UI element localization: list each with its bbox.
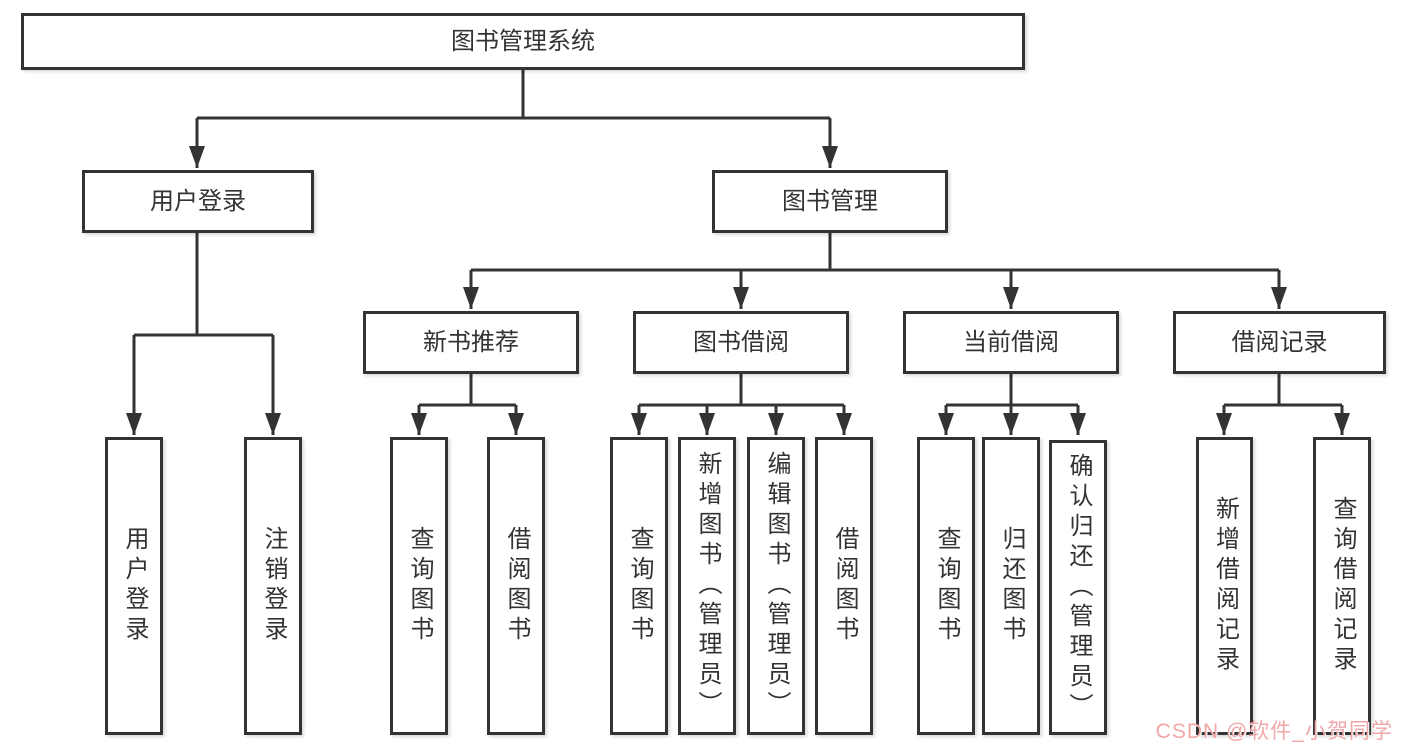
leaf-records-add-record: 新增借阅记录 [1196, 437, 1253, 735]
node-user-login-branch: 用户登录 [82, 170, 314, 233]
node-book-management-branch: 图书管理 [712, 170, 948, 233]
tree-elbow-lines [134, 70, 1342, 407]
leaf-current-query-books: 查询图书 [917, 437, 975, 735]
node-root-system: 图书管理系统 [21, 13, 1025, 70]
node-current-borrowing: 当前借阅 [903, 311, 1119, 374]
node-new-book-recommend: 新书推荐 [363, 311, 579, 374]
leaf-recommend-borrow-books: 借阅图书 [487, 437, 545, 735]
node-book-borrowing: 图书借阅 [633, 311, 849, 374]
leaf-records-query-record: 查询借阅记录 [1313, 437, 1371, 735]
leaf-current-confirm-return-admin: 确认归还（管理员） [1049, 440, 1107, 735]
leaf-user-login: 用户登录 [105, 437, 163, 735]
leaf-recommend-query-books: 查询图书 [390, 437, 448, 735]
node-borrowing-records: 借阅记录 [1173, 311, 1386, 374]
leaf-borrowing-query-books: 查询图书 [610, 437, 668, 735]
leaf-borrowing-borrow-books: 借阅图书 [815, 437, 873, 735]
leaf-current-return-books: 归还图书 [982, 437, 1040, 735]
csdn-watermark: CSDN @软件_小贺同学 [1155, 720, 1393, 743]
leaf-logout: 注销登录 [244, 437, 302, 735]
leaf-borrowing-edit-books-admin: 编辑图书（管理员） [747, 437, 805, 735]
leaf-borrowing-add-books-admin: 新增图书（管理员） [678, 437, 736, 735]
